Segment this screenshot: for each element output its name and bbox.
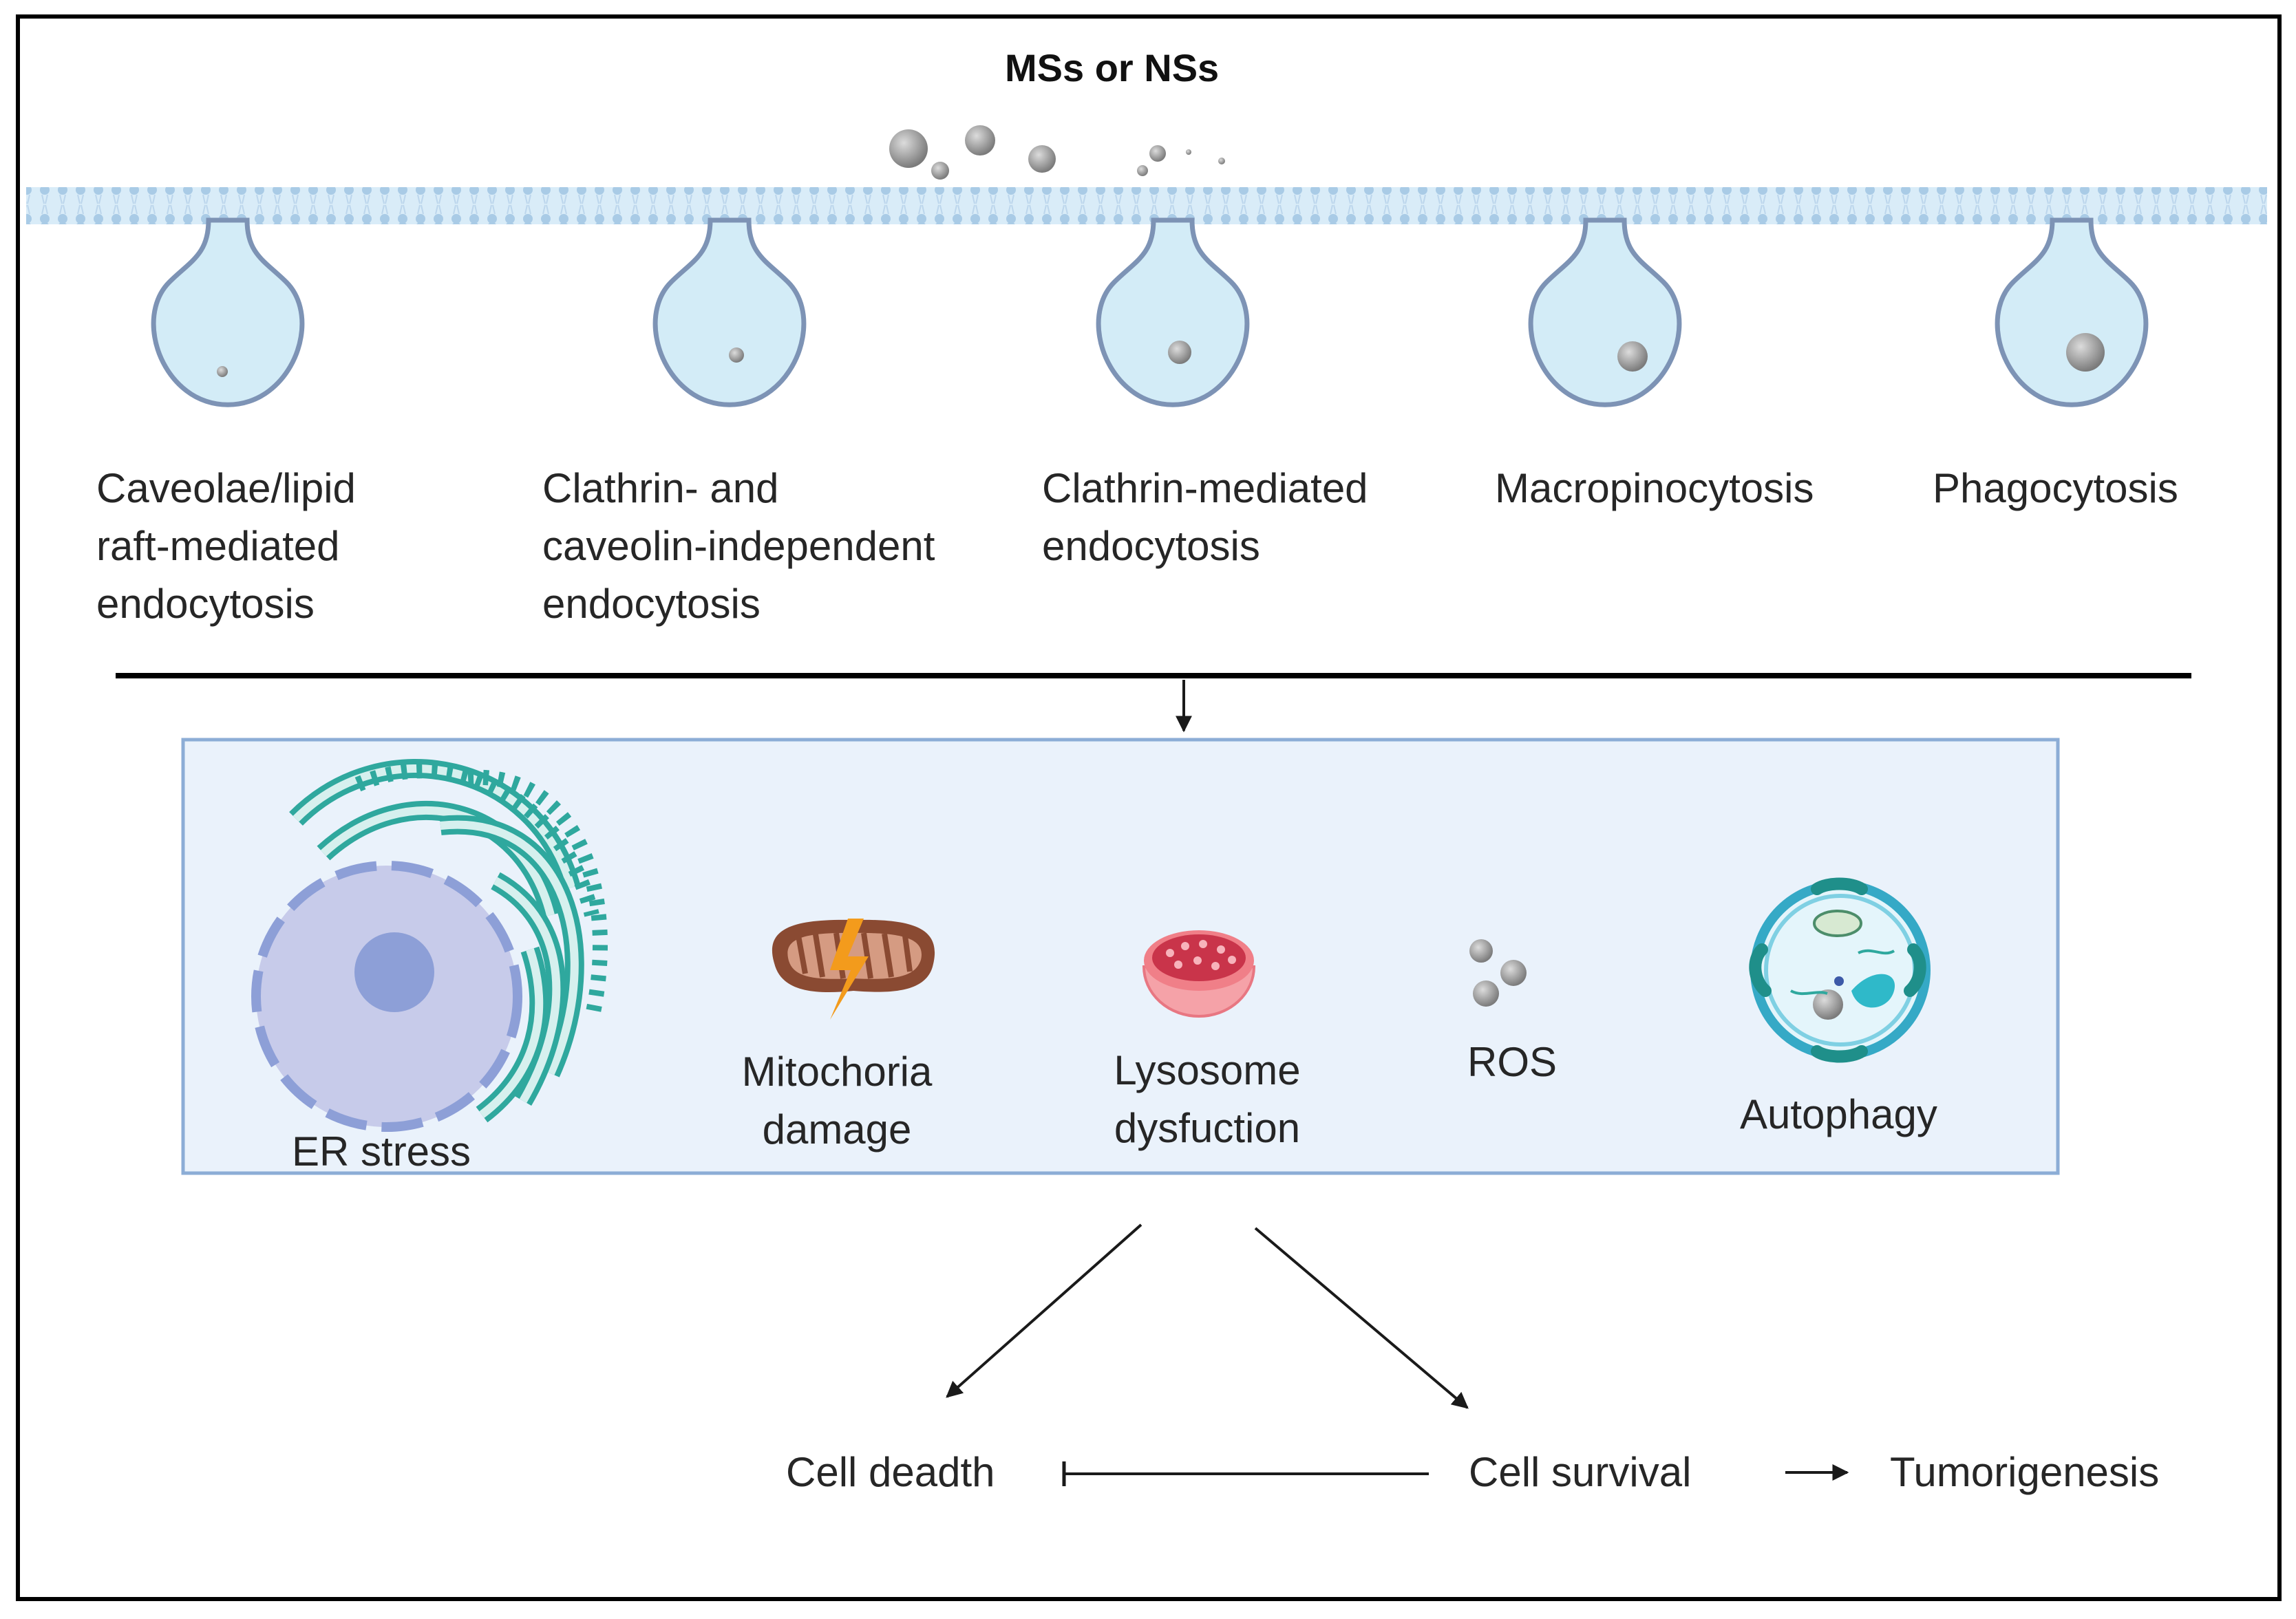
inhibition-bar	[1062, 1461, 1429, 1486]
label-line: caveolin-independent	[542, 523, 935, 569]
label-line: endocytosis	[96, 581, 315, 627]
figure-title: MSs or NSs	[1005, 46, 1220, 89]
label-line: Lysosome	[1114, 1047, 1301, 1093]
label-line: damage	[762, 1106, 912, 1152]
vesicle-clathrin-mediated	[1096, 217, 1250, 407]
particle-in-vesicle	[217, 366, 228, 377]
autophagy-icon	[1749, 877, 1931, 1063]
label-clathrin-mediated: Clathrin-mediated endocytosis	[1042, 460, 1368, 575]
nucleolus	[354, 932, 434, 1012]
vesicle-macropinocytosis	[1528, 217, 1682, 407]
vesicle-clathrin-caveolin-independent	[652, 217, 807, 407]
label-clathrin-caveolin-independent: Clathrin- and caveolin-independent endoc…	[542, 460, 935, 633]
label-macropinocytosis: Macropinocytosis	[1495, 460, 1814, 517]
cell-membrane	[26, 187, 2267, 224]
label-line: Clathrin- and	[542, 465, 779, 511]
particle-large	[889, 129, 928, 168]
particle	[931, 162, 949, 180]
label-er-stress: ER stress	[292, 1123, 471, 1181]
particle	[965, 125, 995, 156]
particle-in-vesicle	[1168, 341, 1191, 364]
particle-in-vesicle	[1617, 341, 1648, 372]
label-line: dysfuction	[1114, 1105, 1301, 1151]
lysosome-icon	[1142, 930, 1256, 1018]
label-caveolae-endocytosis: Caveolae/lipid raft-mediated endocytosis	[96, 460, 356, 633]
label-mitochondria-damage: Mitochoria damage	[734, 1043, 940, 1159]
vesicle-phagocytosis	[1995, 217, 2149, 407]
particle-small	[1149, 145, 1166, 162]
label-autophagy: Autophagy	[1740, 1086, 1937, 1144]
label-line: Clathrin-mediated	[1042, 465, 1368, 511]
label-cell-survival: Cell survival	[1469, 1449, 1692, 1495]
mitochondria-icon	[772, 919, 935, 1020]
particles-group	[889, 125, 1225, 180]
label-line: Macropinocytosis	[1495, 465, 1814, 511]
particle-tiny	[1218, 158, 1225, 164]
label-cell-death: Cell deadth	[786, 1449, 995, 1495]
particle-tiny	[1186, 149, 1191, 155]
label-line: raft-mediated	[96, 523, 340, 569]
label-tumorigenesis: Tumorigenesis	[1890, 1449, 2160, 1495]
label-lysosome-dysfunction: Lysosome dysfuction	[1104, 1042, 1310, 1157]
label-line: Autophagy	[1740, 1091, 1937, 1137]
label-line: Phagocytosis	[1933, 465, 2178, 511]
particle-in-vesicle	[2066, 333, 2105, 372]
label-line: ER stress	[292, 1128, 471, 1175]
arrow-to-cell-death	[946, 1223, 1142, 1398]
er-icon	[251, 759, 608, 1132]
ros-icon	[1469, 939, 1527, 1007]
label-phagocytosis: Phagocytosis	[1933, 460, 2178, 517]
particle-in-vesicle	[729, 347, 744, 363]
label-line: ROS	[1467, 1039, 1558, 1085]
label-line: Mitochoria	[741, 1049, 933, 1095]
vesicle-caveolae	[151, 217, 305, 407]
particle	[1028, 145, 1056, 173]
particle-small	[1137, 165, 1148, 176]
label-line: endocytosis	[1042, 523, 1260, 569]
label-ros: ROS	[1467, 1033, 1557, 1091]
label-line: endocytosis	[542, 581, 761, 627]
label-line: Caveolae/lipid	[96, 465, 356, 511]
arrow-to-cell-survival	[1254, 1227, 1469, 1409]
